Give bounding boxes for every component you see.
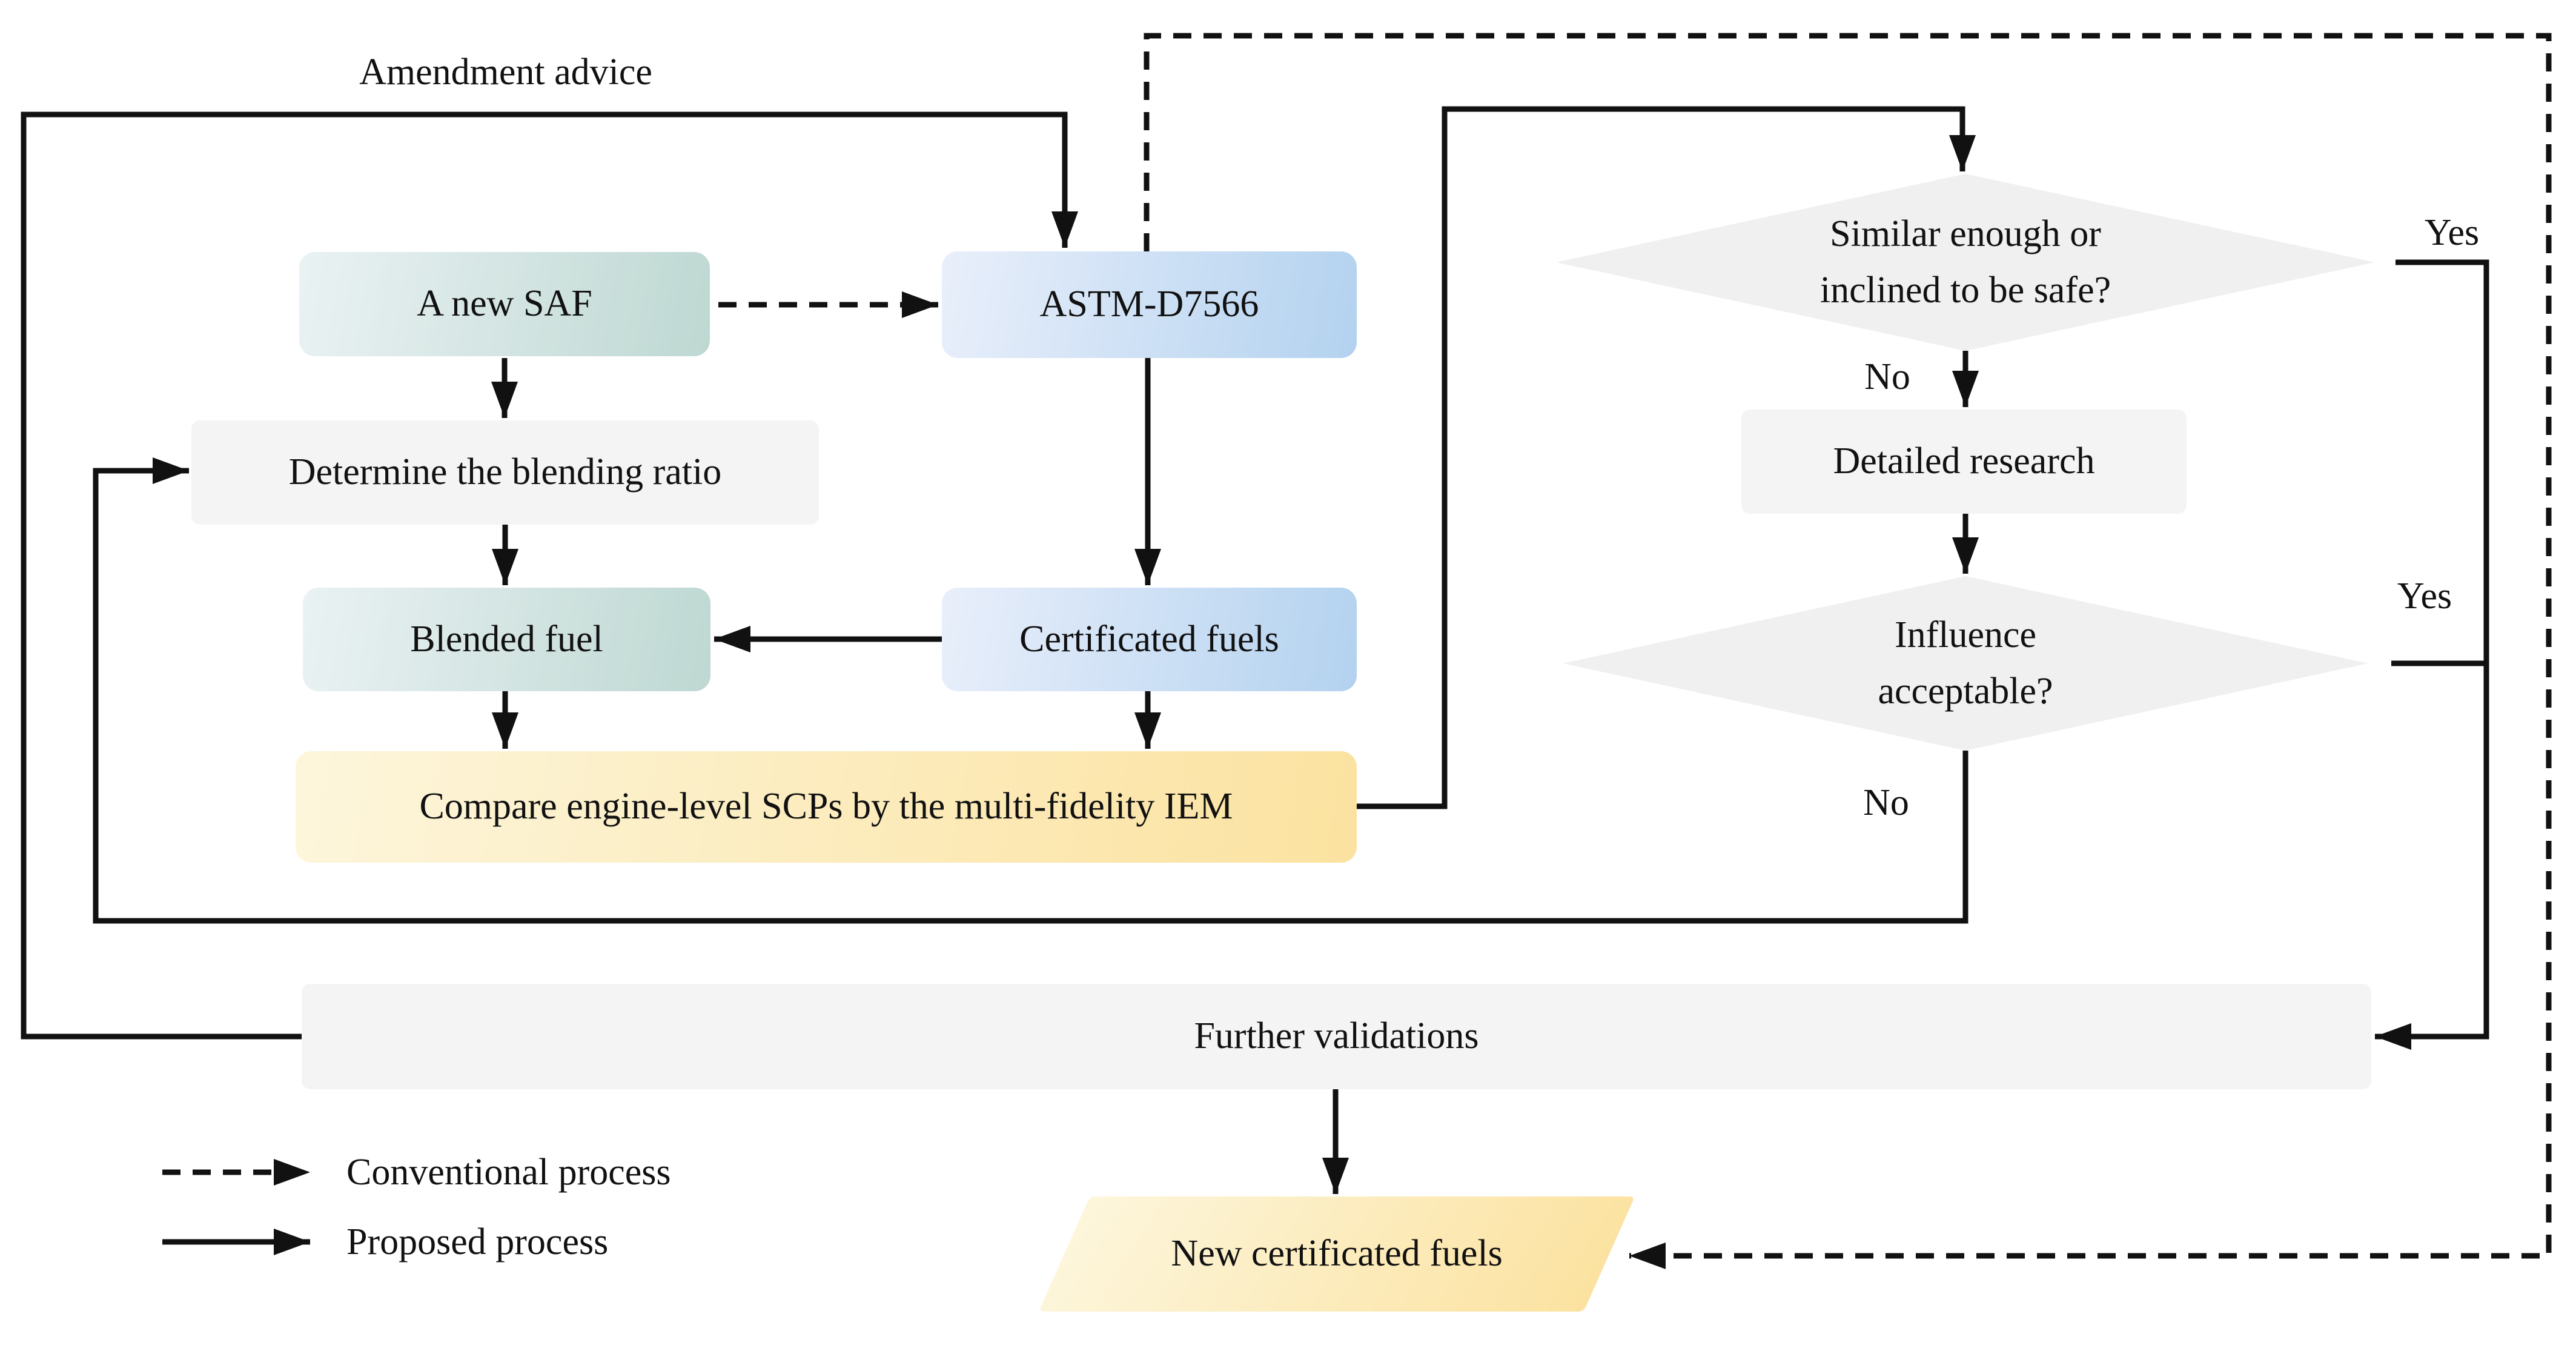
diamond-similar-enough-label: Similar enough or inclined to be safe? — [1647, 182, 2284, 343]
arrow-yes-to-further-validations — [2375, 259, 2489, 1050]
node-certificated-fuels-label: Certificated fuels — [1019, 618, 1279, 660]
label-amendment-advice: Amendment advice — [359, 51, 652, 93]
diamond-influence-line2: acceptable? — [1878, 671, 2053, 712]
arrow-amendment-loop — [21, 111, 1078, 1040]
label-yes-influence: Yes — [2397, 575, 2452, 617]
label-no-influence: No — [1863, 781, 1909, 823]
diamond-influence-acceptable-label: Influence acceptable? — [1663, 584, 2268, 743]
arrow-influence-no-feedback — [93, 457, 1968, 924]
node-further-validations: Further validations — [302, 984, 2371, 1089]
node-further-validations-label: Further validations — [1194, 1015, 1479, 1057]
legend-conventional-label: Conventional process — [346, 1151, 671, 1193]
node-a-new-saf-label: A new SAF — [417, 283, 592, 325]
node-determine-blending-ratio-label: Determine the blending ratio — [288, 451, 722, 493]
node-certificated-fuels: Certificated fuels — [942, 588, 1357, 691]
diamond-similar-line2: inclined to be safe? — [1819, 270, 2111, 311]
label-no-similar: No — [1864, 356, 1910, 397]
legend-proposed-label: Proposed process — [346, 1221, 609, 1262]
node-a-new-saf: A new SAF — [299, 252, 710, 356]
arrow-compare-to-similar-diamond — [1357, 106, 1976, 809]
node-detailed-research-label: Detailed research — [1833, 440, 2095, 482]
diamond-similar-enough — [1556, 174, 2375, 351]
diamond-influence-line1: Influence — [1894, 614, 2037, 655]
node-astm-d7566-label: ASTM-D7566 — [1039, 284, 1259, 325]
node-new-certificated-fuels: New certificated fuels — [1038, 1196, 1635, 1312]
label-yes-similar: Yes — [2424, 211, 2480, 253]
node-new-certificated-fuels-label: New certificated fuels — [1171, 1233, 1503, 1275]
node-determine-blending-ratio: Determine the blending ratio — [191, 420, 819, 525]
node-astm-d7566: ASTM-D7566 — [942, 251, 1357, 358]
node-blended-fuel-label: Blended fuel — [410, 618, 603, 660]
node-detailed-research: Detailed research — [1741, 410, 2187, 514]
node-compare-scps-label: Compare engine-level SCPs by the multi-f… — [419, 786, 1233, 828]
arrow-conventional-loop-dashed — [1144, 33, 2552, 1269]
node-compare-scps: Compare engine-level SCPs by the multi-f… — [296, 751, 1357, 863]
diamond-similar-line1: Similar enough or — [1830, 213, 2101, 254]
node-blended-fuel: Blended fuel — [303, 588, 710, 691]
diamond-influence-acceptable — [1563, 576, 2368, 751]
